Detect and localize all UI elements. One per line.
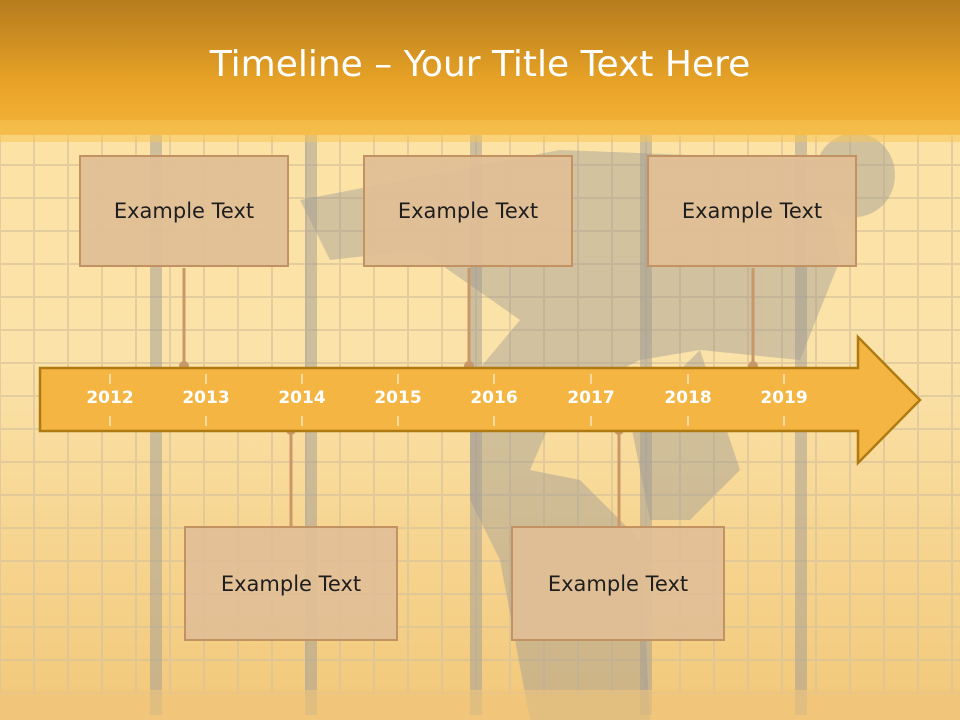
event-box: Example Text: [511, 526, 725, 641]
year-label: 2019: [760, 388, 807, 408]
year-label: 2018: [664, 388, 711, 408]
timeline-arrow: [38, 333, 922, 467]
year-label: 2013: [182, 388, 229, 408]
year-label: 2012: [86, 388, 133, 408]
connectors: [182, 268, 755, 528]
slide-title: Timeline – Your Title Text Here: [209, 44, 751, 85]
event-box: Example Text: [184, 526, 398, 641]
year-label: 2016: [470, 388, 517, 408]
year-label: 2015: [374, 388, 421, 408]
year-label: 2014: [278, 388, 325, 408]
event-box: Example Text: [79, 155, 289, 267]
year-label: 2017: [567, 388, 614, 408]
event-box: Example Text: [363, 155, 573, 267]
event-box: Example Text: [647, 155, 857, 267]
timeline-ticks: [109, 374, 785, 426]
